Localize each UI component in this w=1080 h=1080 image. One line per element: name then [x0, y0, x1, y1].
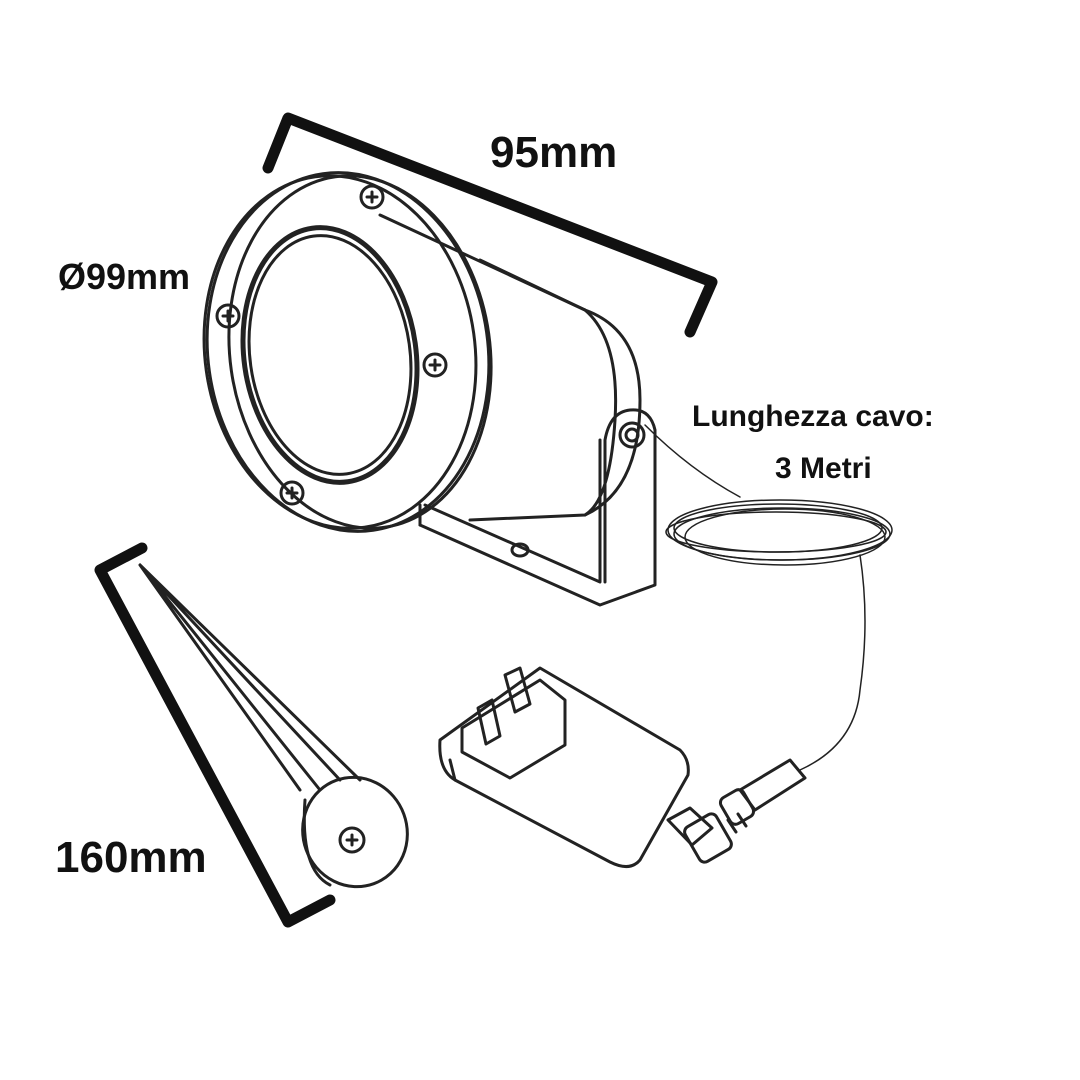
- screw-icons: [215, 184, 448, 506]
- lamp-front-ring: [202, 171, 493, 533]
- ground-stake: [138, 563, 409, 889]
- cable-length-value: 3 Metri: [775, 452, 872, 485]
- stake-length-label: 160mm: [55, 833, 207, 882]
- dimension-bracket-160mm: [94, 542, 336, 928]
- diameter-label: Ø99mm: [58, 256, 191, 297]
- cable-coil: [644, 424, 893, 771]
- lamp-body: [378, 213, 642, 522]
- cable-connector: [718, 758, 807, 834]
- length-label: 95mm: [490, 128, 618, 177]
- mounting-bracket: [418, 408, 657, 607]
- dimension-bracket-95mm: [262, 112, 718, 338]
- cable-length-title: Lunghezza cavo:: [692, 400, 934, 433]
- power-adapter: [438, 666, 733, 868]
